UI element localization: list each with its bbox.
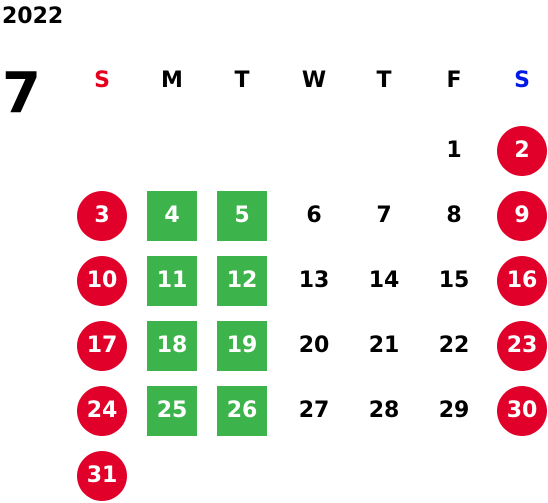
day-cell[interactable]: 21 — [368, 333, 400, 358]
day-cell[interactable]: 20 — [298, 333, 330, 358]
day-cell[interactable]: 14 — [368, 268, 400, 293]
day-cell-highlighted[interactable]: 5 — [217, 191, 267, 241]
day-cell-holiday[interactable]: 10 — [77, 256, 127, 306]
day-cell[interactable]: 1 — [446, 138, 462, 163]
day-cell-holiday[interactable]: 2 — [497, 126, 547, 176]
day-cell[interactable]: 13 — [298, 268, 330, 293]
weekday-sun: S — [94, 68, 110, 93]
day-cell-holiday[interactable]: 24 — [77, 386, 127, 436]
day-cell-highlighted[interactable]: 26 — [217, 386, 267, 436]
day-cell[interactable]: 27 — [298, 398, 330, 423]
day-cell-highlighted[interactable]: 12 — [217, 256, 267, 306]
day-cell-highlighted[interactable]: 19 — [217, 321, 267, 371]
day-cell[interactable]: 28 — [368, 398, 400, 423]
day-cell-highlighted[interactable]: 25 — [147, 386, 197, 436]
day-cell[interactable]: 29 — [438, 398, 470, 423]
day-cell[interactable]: 22 — [438, 333, 470, 358]
day-cell-holiday[interactable]: 31 — [77, 451, 127, 501]
day-cell-holiday[interactable]: 17 — [77, 321, 127, 371]
year-label: 2022 — [2, 4, 64, 29]
day-cell-highlighted[interactable]: 11 — [147, 256, 197, 306]
day-cell-holiday[interactable]: 23 — [497, 321, 547, 371]
day-cell-holiday[interactable]: 16 — [497, 256, 547, 306]
day-cell[interactable]: 6 — [306, 203, 322, 228]
day-cell-holiday[interactable]: 3 — [77, 191, 127, 241]
weekday-sat: S — [514, 68, 530, 93]
day-cell-highlighted[interactable]: 4 — [147, 191, 197, 241]
day-cell[interactable]: 8 — [446, 203, 462, 228]
day-cell[interactable]: 15 — [438, 268, 470, 293]
weekday-wed: W — [301, 68, 327, 93]
weekday-fri: F — [446, 68, 462, 93]
day-cell-highlighted[interactable]: 18 — [147, 321, 197, 371]
weekday-mon: M — [161, 68, 183, 93]
day-cell-holiday[interactable]: 9 — [497, 191, 547, 241]
weekday-thu: T — [376, 68, 392, 93]
day-cell-holiday[interactable]: 30 — [497, 386, 547, 436]
weekday-tue: T — [234, 68, 250, 93]
day-cell[interactable]: 7 — [376, 203, 392, 228]
month-label: 7 — [2, 61, 41, 126]
